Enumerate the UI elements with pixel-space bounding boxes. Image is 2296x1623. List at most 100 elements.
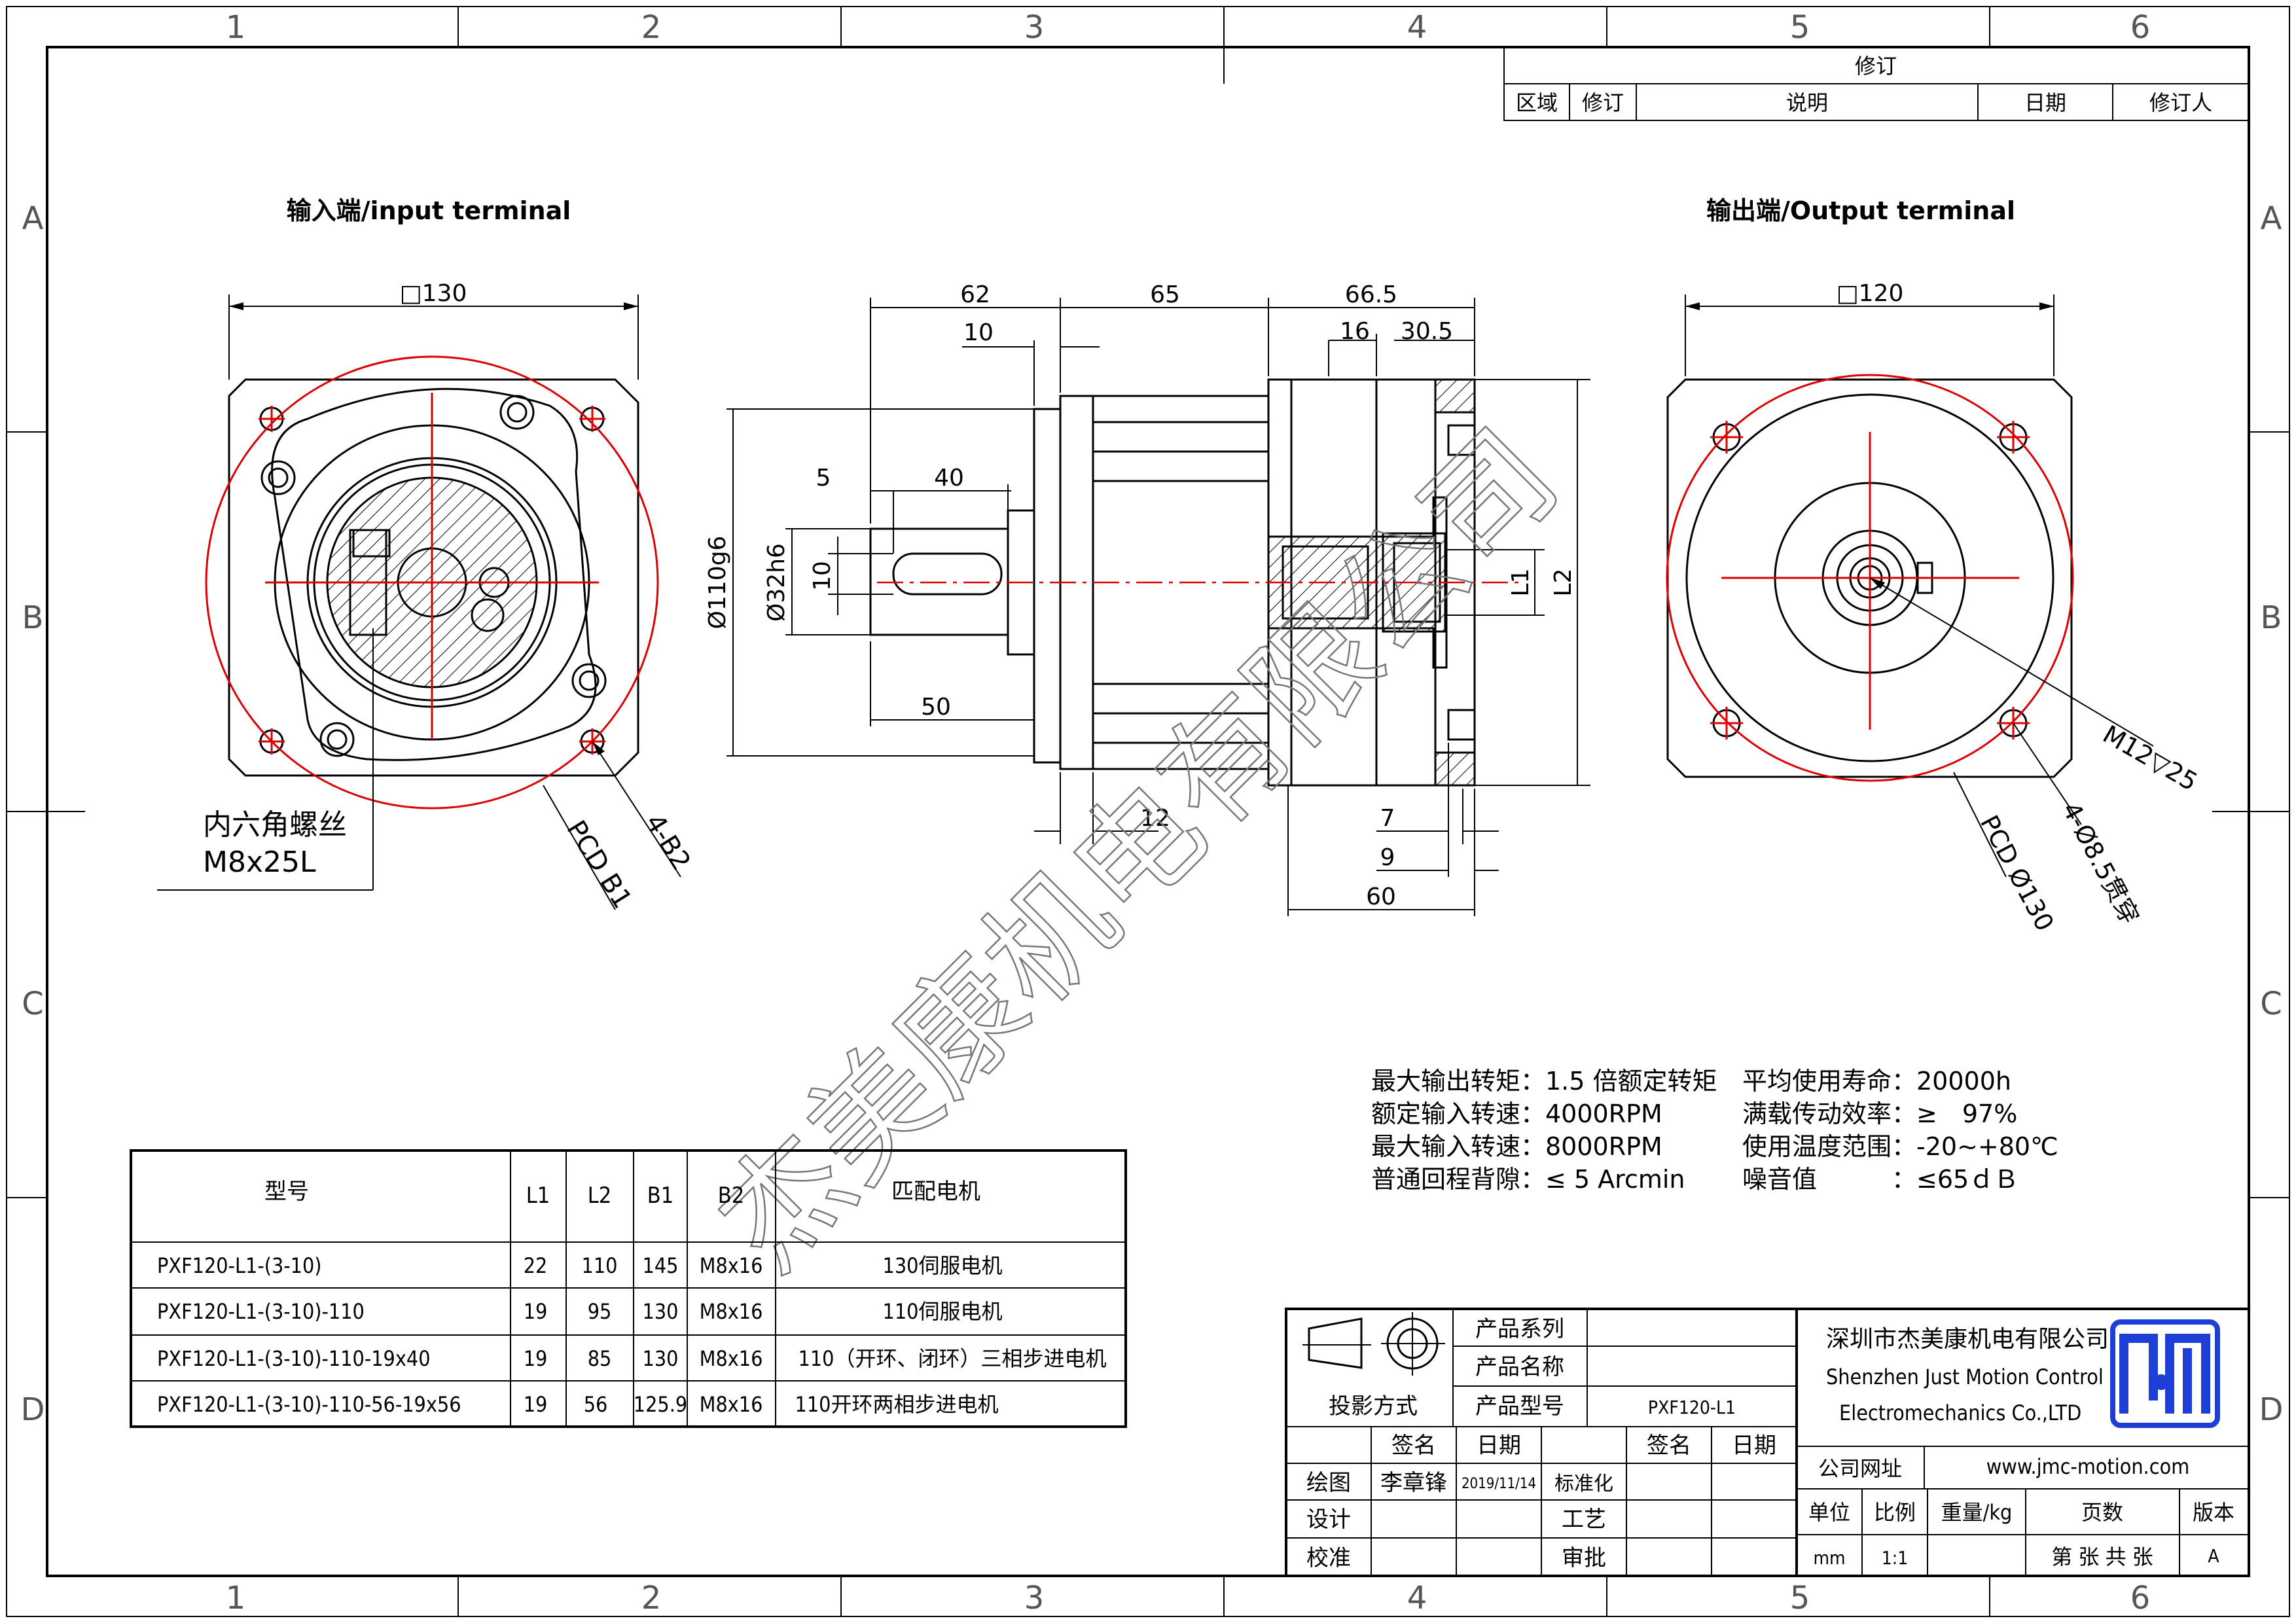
revision-col-rev: 修订 (1582, 90, 1624, 115)
table-row3-b1: 130 (643, 1346, 679, 1371)
process-label: 工艺 (1562, 1507, 1606, 1533)
zone-row-a-right: A (2261, 200, 2282, 237)
dim-7: 7 (1380, 805, 1395, 832)
table-row1-model: PXF120-L1-(3-10) (157, 1253, 322, 1278)
screw-label-line2: M8x25L (203, 846, 316, 879)
input-holes-label: 4-B2 (639, 809, 696, 876)
dim-110g6: Ø110g6 (704, 536, 731, 630)
table-row1-motor: 130伺服电机 (883, 1253, 1003, 1278)
series-label: 产品系列 (1475, 1316, 1564, 1342)
zone-col-2-bottom: 2 (641, 1580, 662, 1616)
spec-right-3: 使用温度范围：-20~+80℃ (1742, 1132, 2058, 1161)
screw-label-line1: 内六角螺丝 (203, 808, 347, 842)
draw-date: 2019/11/14 (1462, 1476, 1536, 1492)
revision-col-area: 区域 (1516, 90, 1558, 115)
table-row2-b1: 130 (643, 1299, 679, 1324)
table-row2-b2: M8x16 (700, 1299, 763, 1324)
table-row2-model: PXF120-L1-(3-10)-110 (157, 1299, 365, 1324)
dim-l1: L1 (1507, 569, 1534, 597)
table-row2-l1: 19 (524, 1299, 548, 1324)
watermark: 杰美康机电有限公司 (691, 403, 1585, 1296)
dim-60: 60 (1366, 883, 1396, 910)
input-terminal-view: □130 内六角螺丝 M8x25L PCD B1 4-B2 (157, 280, 696, 914)
output-pcd-label: PCD Ø130 (1975, 811, 2060, 936)
projection-label: 投影方式 (1329, 1393, 1418, 1419)
dim-30-5: 30.5 (1401, 318, 1453, 345)
table-row3-l1: 19 (524, 1346, 548, 1371)
zone-row-a-left: A (22, 200, 44, 237)
version-value: A (2208, 1545, 2219, 1567)
sign-label-1: 签名 (1391, 1433, 1436, 1459)
model-label: 产品型号 (1475, 1393, 1564, 1419)
table-row4-l1: 19 (524, 1392, 548, 1417)
date-label-1: 日期 (1477, 1433, 1521, 1459)
input-pcd-label: PCD B1 (561, 815, 638, 914)
pages-value: 第 张 共 张 (2051, 1544, 2153, 1569)
name-label: 产品名称 (1475, 1354, 1564, 1380)
zone-row-d-right: D (2259, 1391, 2284, 1428)
zone-row-d-left: D (21, 1391, 45, 1428)
table-row1-b1: 145 (643, 1253, 679, 1278)
zone-col-5-top: 5 (1790, 9, 1810, 46)
table-header-motor: 匹配电机 (891, 1179, 980, 1205)
zone-labels: 1 2 3 4 5 6 1 2 3 4 5 6 A B C D A B C D (21, 9, 2284, 1616)
draw-label: 绘图 (1306, 1470, 1351, 1496)
spec-left-4: 普通回程背隙：≤ 5 Arcmin (1371, 1165, 1685, 1194)
website-label: 公司网址 (1818, 1456, 1902, 1481)
version-label: 版本 (2193, 1500, 2234, 1525)
dim-65: 65 (1150, 281, 1180, 308)
output-terminal-view: □120 M12▽25 4-Ø8.5贯穿 PCD Ø130 (1666, 280, 2202, 936)
model-value: PXF120-L1 (1648, 1397, 1736, 1418)
output-holes-label: 4-Ø8.5贯穿 (2056, 798, 2145, 929)
dim-12: 12 (1140, 805, 1170, 832)
dim-5: 5 (816, 465, 831, 491)
spec-left-1: 最大输出转矩：1.5 倍额定转矩 (1371, 1067, 1717, 1096)
dim-50: 50 (921, 694, 951, 721)
zone-col-4-top: 4 (1407, 9, 1427, 46)
zone-row-c-left: C (22, 986, 44, 1022)
dim-l2: L2 (1550, 569, 1577, 597)
table-row3-motor: 110（开环、闭环）三相步进电机 (798, 1346, 1107, 1371)
zone-col-5-bottom: 5 (1790, 1580, 1810, 1616)
table-row2-motor: 110伺服电机 (883, 1299, 1003, 1324)
revision-block: 修订 区域 修订 说明 日期 修订人 (1503, 46, 2250, 121)
revision-col-desc: 说明 (1786, 90, 1828, 115)
zone-row-b-right: B (2261, 599, 2282, 636)
company-cn: 深圳市杰美康机电有限公司 (1826, 1326, 2109, 1353)
check-label: 校准 (1306, 1545, 1351, 1571)
zone-col-3-top: 3 (1024, 9, 1045, 46)
table-header-l1: L1 (526, 1183, 550, 1209)
table-row1-l1: 22 (524, 1253, 548, 1278)
table-row1-l2: 110 (582, 1253, 618, 1278)
dim-10-key: 10 (809, 561, 836, 591)
table-header-l2: L2 (588, 1183, 612, 1209)
zone-row-c-right: C (2260, 986, 2282, 1022)
table-row2-l2: 95 (588, 1299, 612, 1324)
spec-right-2: 满载传动效率：≥ 97% (1742, 1099, 2017, 1128)
revision-col-reviser: 修订人 (2149, 90, 2212, 115)
pages-label: 页数 (2081, 1500, 2123, 1525)
dim-32h6: Ø32h6 (763, 543, 790, 622)
table-row4-l2: 56 (584, 1392, 608, 1417)
table-header-b2: B2 (718, 1183, 744, 1209)
output-square-dim: □120 (1837, 280, 1904, 307)
table-row4-b2: M8x16 (700, 1392, 763, 1417)
table-header-b1: B1 (647, 1183, 673, 1209)
spec-left-2: 额定输入转速：4000RPM (1371, 1099, 1662, 1128)
unit-label: 单位 (1808, 1500, 1850, 1525)
zone-col-6-top: 6 (2130, 9, 2151, 46)
spec-left-3: 最大输入转速：8000RPM (1371, 1132, 1662, 1161)
table-row3-b2: M8x16 (700, 1346, 763, 1371)
zone-col-3-bottom: 3 (1024, 1580, 1045, 1616)
approve-label: 审批 (1562, 1545, 1606, 1571)
table-row4-motor: 110开环两相步进电机 (795, 1392, 999, 1417)
drawing-frame (6, 6, 2290, 1617)
company-en-2: Electromechanics Co.,LTD (1839, 1400, 2081, 1425)
table-row4-model: PXF120-L1-(3-10)-110-56-19x56 (157, 1392, 461, 1417)
model-table: 型号 L1 L2 B1 B2 匹配电机 PXF120-L1-(3-10) PXF… (130, 1149, 1127, 1428)
dim-40: 40 (934, 465, 964, 491)
zone-col-2-top: 2 (641, 9, 662, 46)
output-view-title: 输出端/Output terminal (1706, 196, 2015, 225)
scale-value: 1:1 (1882, 1547, 1909, 1569)
